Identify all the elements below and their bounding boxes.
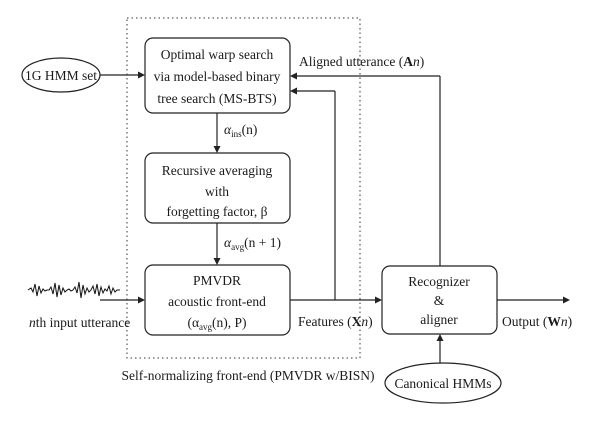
warp-to-recursive-arrowhead — [213, 146, 221, 153]
recognizer-line3: aligner — [420, 312, 458, 327]
aligned-utterance-label: Aligned utterance (An) — [299, 54, 424, 69]
input-waveform — [27, 281, 120, 299]
recursive-line3: forgetting factor, β — [167, 204, 268, 219]
recognizer-line1: Recognizer — [408, 274, 470, 289]
warp-search-box — [144, 37, 291, 114]
output-arrowhead — [563, 296, 570, 304]
canonical-to-recognizer-arrowhead — [436, 334, 444, 341]
frontend-region — [126, 17, 361, 359]
pmvdr-box — [144, 264, 291, 336]
hmm-to-warp-arrowhead — [138, 71, 145, 79]
features-label: Features (Xn) — [298, 314, 373, 329]
frontend-caption: Self-normalizing front-end (PMVDR w/BISN… — [121, 368, 374, 383]
features-feedback-arrowhead — [290, 87, 297, 95]
output-label: Output (Wn) — [502, 314, 572, 329]
alpha-ins-label: αins(n) — [224, 122, 257, 139]
alpha-avg-label: αavg(n + 1) — [224, 235, 281, 252]
canonical-hmms-ellipse — [384, 362, 502, 404]
aligned-arrowhead — [290, 72, 297, 80]
hmm-set-ellipse — [21, 57, 101, 93]
recursive-line2: with — [205, 184, 229, 199]
canonical-hmms-label: Canonical HMMs — [394, 376, 491, 391]
pmvdr-line3: (αavg(n), P) — [187, 315, 246, 332]
warp-search-line2: via model-based binary — [154, 69, 281, 84]
pmvdr-line2: acoustic front-end — [168, 294, 266, 309]
warp-search-line3: tree search (MS-BTS) — [157, 91, 276, 106]
recognizer-line2: & — [434, 293, 445, 308]
input-to-pmvdr-arrowhead — [138, 296, 145, 304]
features-arrowhead — [375, 296, 382, 304]
recursive-to-pmvdr-arrowhead — [213, 258, 221, 265]
input-utterance-label: nth input utterance — [29, 315, 130, 330]
pmvdr-line1: PMVDR — [193, 273, 241, 288]
recursive-averaging-box — [144, 152, 291, 224]
warp-search-line1: Optimal warp search — [161, 47, 274, 62]
recognizer-box — [381, 265, 498, 335]
recursive-line1: Recursive averaging — [162, 163, 273, 178]
hmm-set-label: 1G HMM set — [25, 68, 97, 83]
